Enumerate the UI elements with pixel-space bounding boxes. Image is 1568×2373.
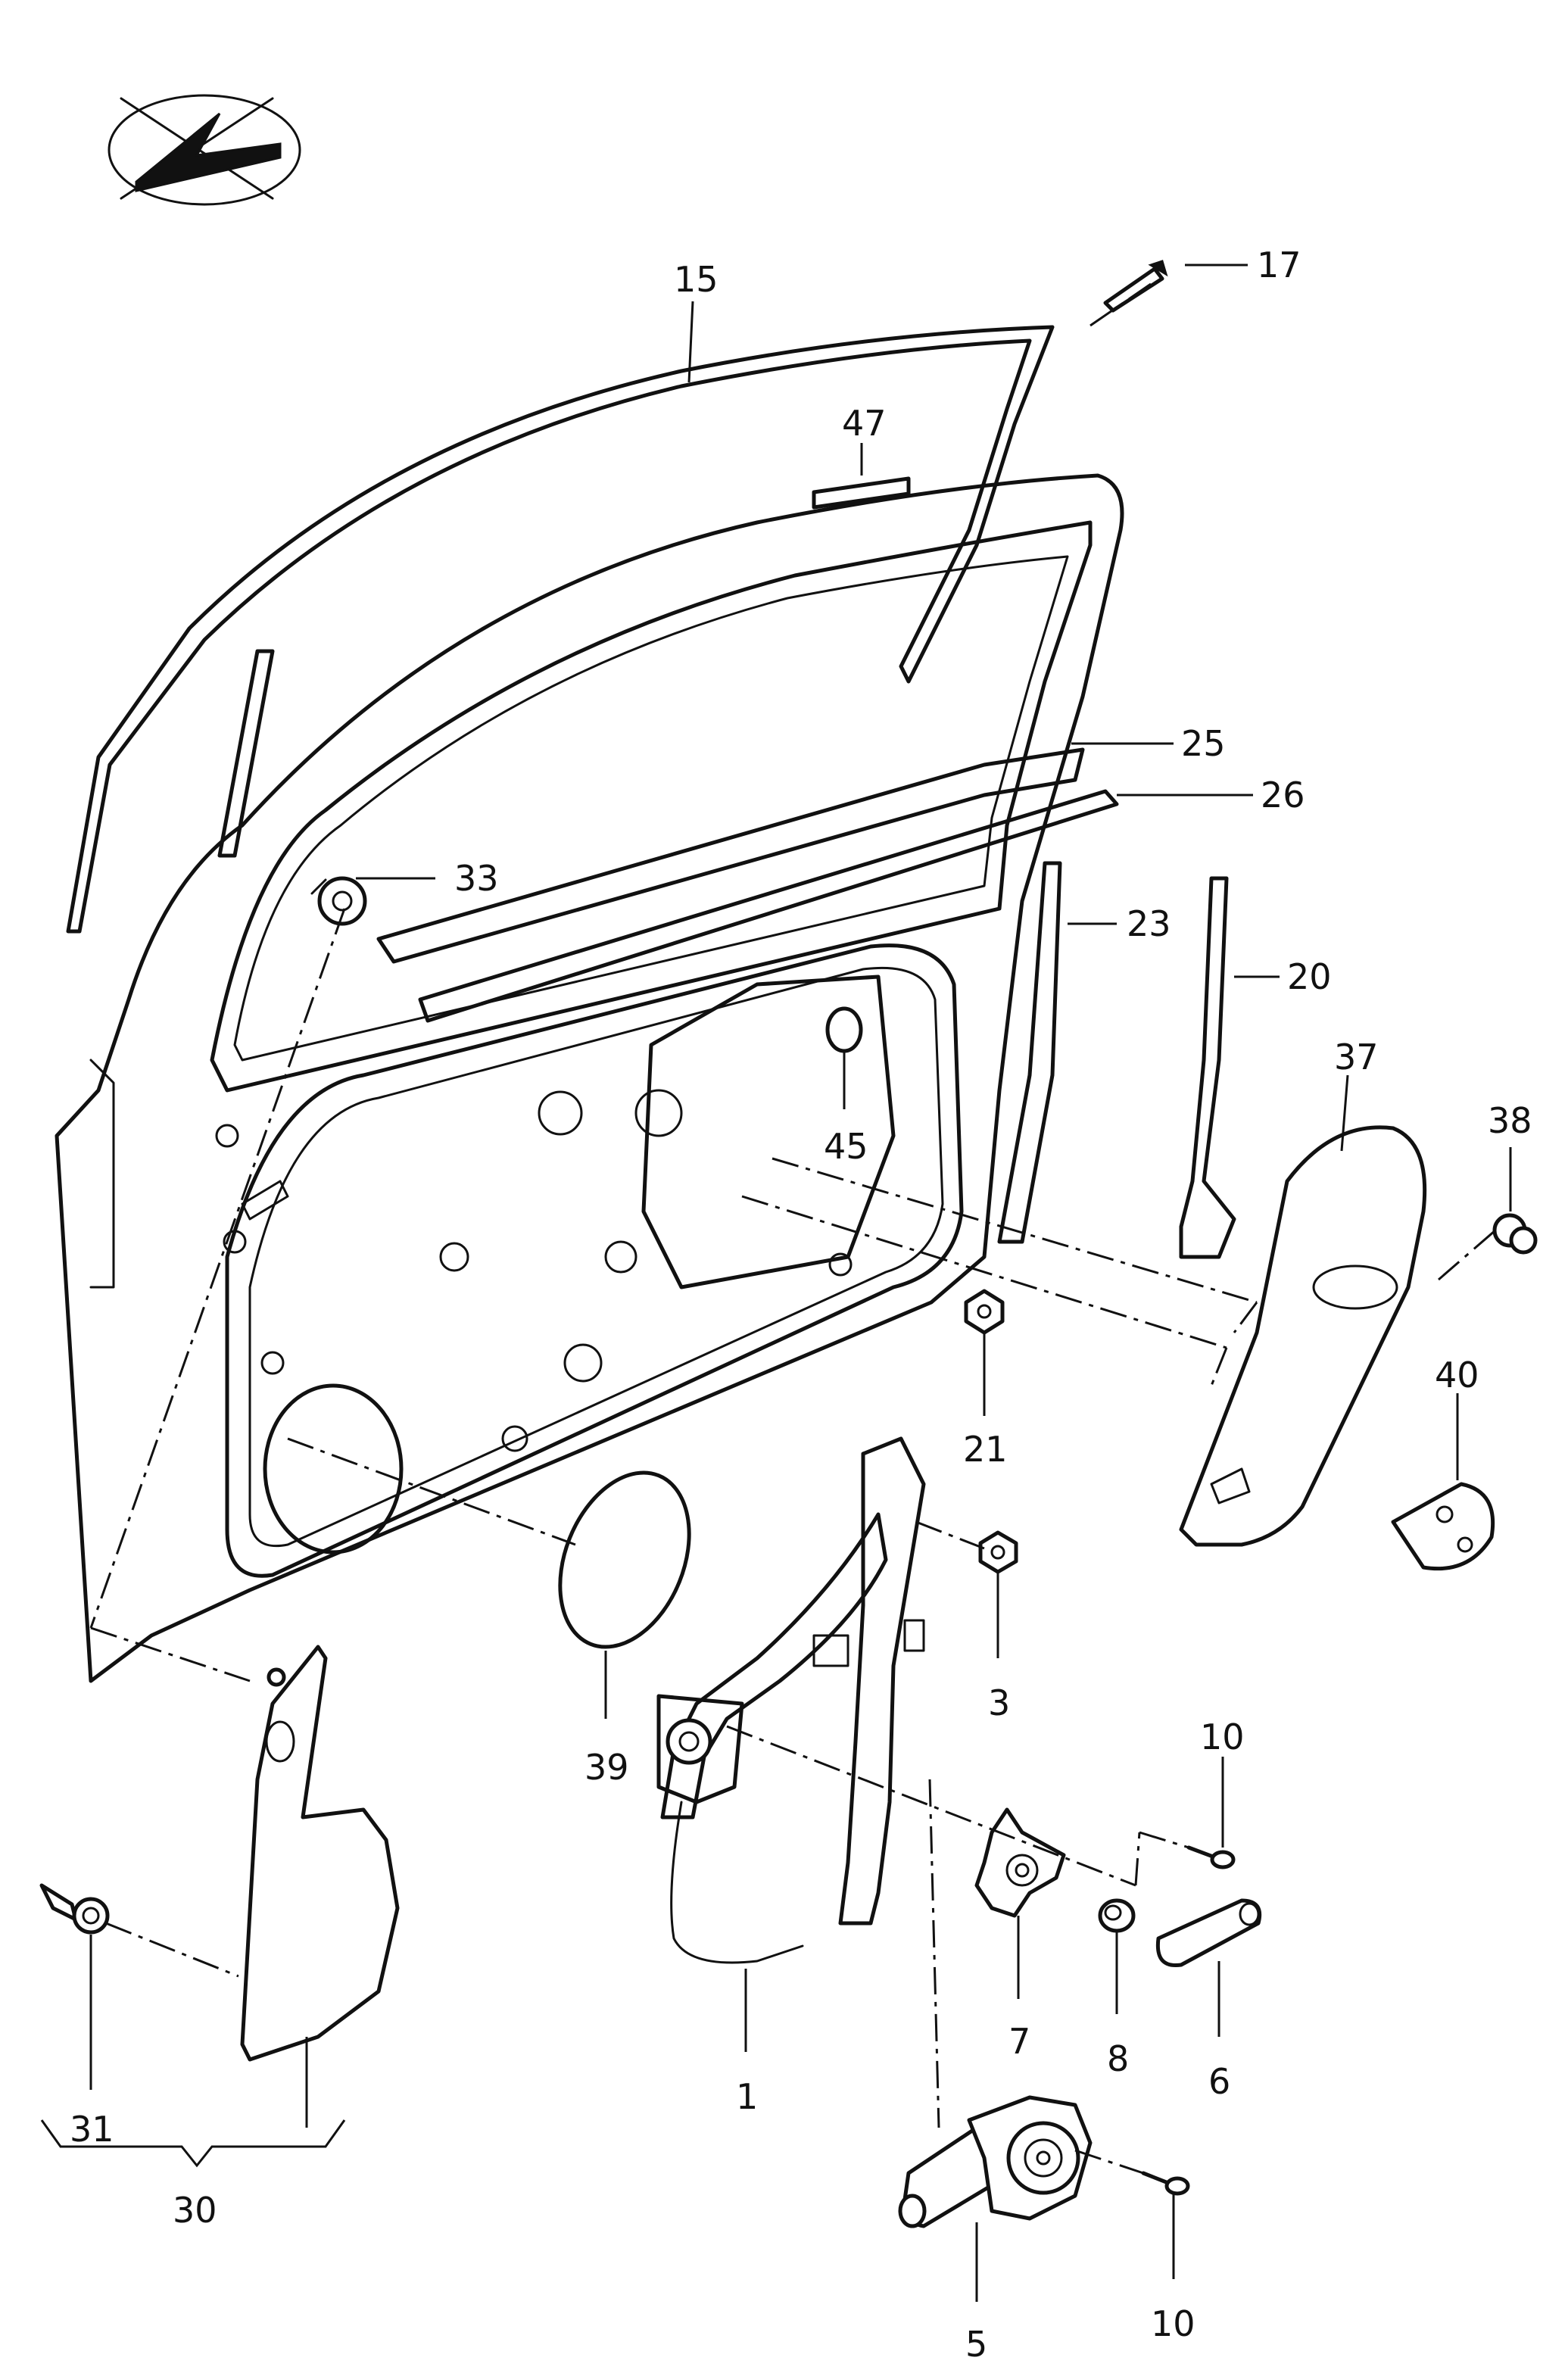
screw-10a	[1186, 1845, 1236, 1869]
callout-45: 45	[824, 1126, 868, 1167]
callout-23: 23	[1127, 903, 1171, 944]
crossed-out-wedge-icon	[108, 94, 301, 206]
assembly-lines	[89, 282, 1496, 2175]
crank-handle-6	[1155, 1898, 1262, 1968]
callout-8: 8	[1107, 2038, 1129, 2079]
clip-31	[39, 1883, 110, 1935]
callout-25: 25	[1181, 723, 1226, 764]
seal-insert-15b	[217, 649, 275, 858]
screw-10b	[1141, 2171, 1190, 2196]
channel-23	[997, 861, 1062, 1244]
motor-bracket-7	[974, 1807, 1066, 1918]
callout-5: 5	[965, 2324, 987, 2365]
callout-26: 26	[1261, 775, 1305, 815]
grommet-45	[825, 1006, 863, 1053]
weatherstrip-25	[376, 747, 1085, 964]
foil-37	[1179, 1125, 1427, 1547]
callout-6: 6	[1208, 2061, 1230, 2102]
callout-38: 38	[1488, 1100, 1532, 1141]
channel-20	[1179, 876, 1236, 1259]
callout-47: 47	[842, 403, 887, 444]
callout-labels: 15 17 47 25 26 33 23 20 45 37 38 21 40 3…	[70, 245, 1532, 2365]
callout-37: 37	[1334, 1037, 1379, 1077]
callout-10-lower: 10	[1151, 2303, 1195, 2344]
callout-3: 3	[988, 1682, 1010, 1723]
callout-21: 21	[963, 1429, 1008, 1470]
pin-17	[1103, 260, 1168, 313]
spacer-8	[1098, 1898, 1136, 1933]
callout-10-upper: 10	[1200, 1717, 1245, 1757]
clip-33	[310, 876, 367, 926]
callout-1: 1	[736, 2076, 758, 2117]
cover-39	[558, 1470, 691, 1649]
leader-lines	[40, 263, 1512, 2302]
door-shell	[55, 473, 1124, 1683]
nut-3	[978, 1530, 1018, 1574]
pad-47	[812, 476, 911, 510]
callout-31: 31	[70, 2109, 114, 2150]
nut-21	[964, 1289, 1005, 1335]
trim-panel-30	[240, 1645, 400, 2062]
callout-7: 7	[1008, 2021, 1030, 2062]
weatherstrip-26	[418, 789, 1119, 1023]
window-motor-5	[898, 2095, 1093, 2228]
callout-39: 39	[584, 1747, 629, 1788]
plug-38	[1492, 1213, 1538, 1255]
window-regulator-1	[656, 1436, 926, 1964]
window-seal-15	[66, 325, 1055, 934]
callout-20: 20	[1287, 956, 1332, 997]
callout-17: 17	[1257, 245, 1301, 285]
damper-40	[1391, 1482, 1495, 1571]
callout-40: 40	[1435, 1355, 1479, 1395]
callout-30: 30	[173, 2190, 217, 2231]
callout-33: 33	[454, 858, 499, 899]
callout-15: 15	[674, 259, 719, 300]
